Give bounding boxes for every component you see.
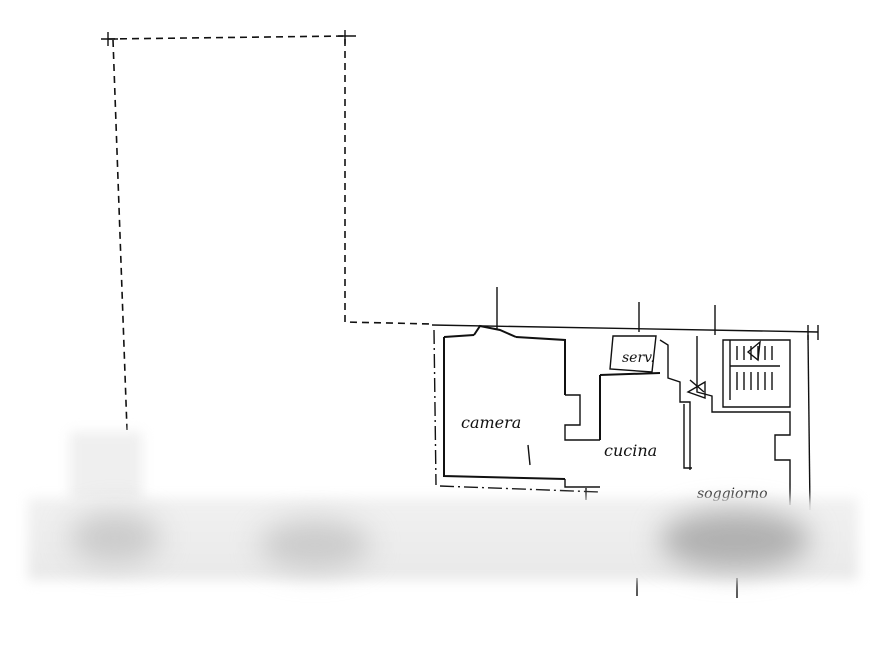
room-label-serv: serv.: [622, 350, 655, 366]
soggiorno-walls: [728, 411, 791, 505]
blur-blob-3: [660, 510, 810, 570]
room-label-cucina: cucina: [604, 441, 657, 460]
blur-blob-2: [70, 512, 160, 564]
blur-overlay-left: [70, 432, 142, 504]
room-label-camera: camera: [461, 413, 521, 432]
outer-walls: [431, 287, 819, 511]
staircase: [722, 339, 791, 408]
cucina-walls: [599, 335, 728, 470]
blur-blob-1: [260, 520, 370, 570]
door-marks: [527, 444, 738, 598]
property-boundary: [101, 30, 433, 431]
camera-walls: [439, 324, 601, 500]
